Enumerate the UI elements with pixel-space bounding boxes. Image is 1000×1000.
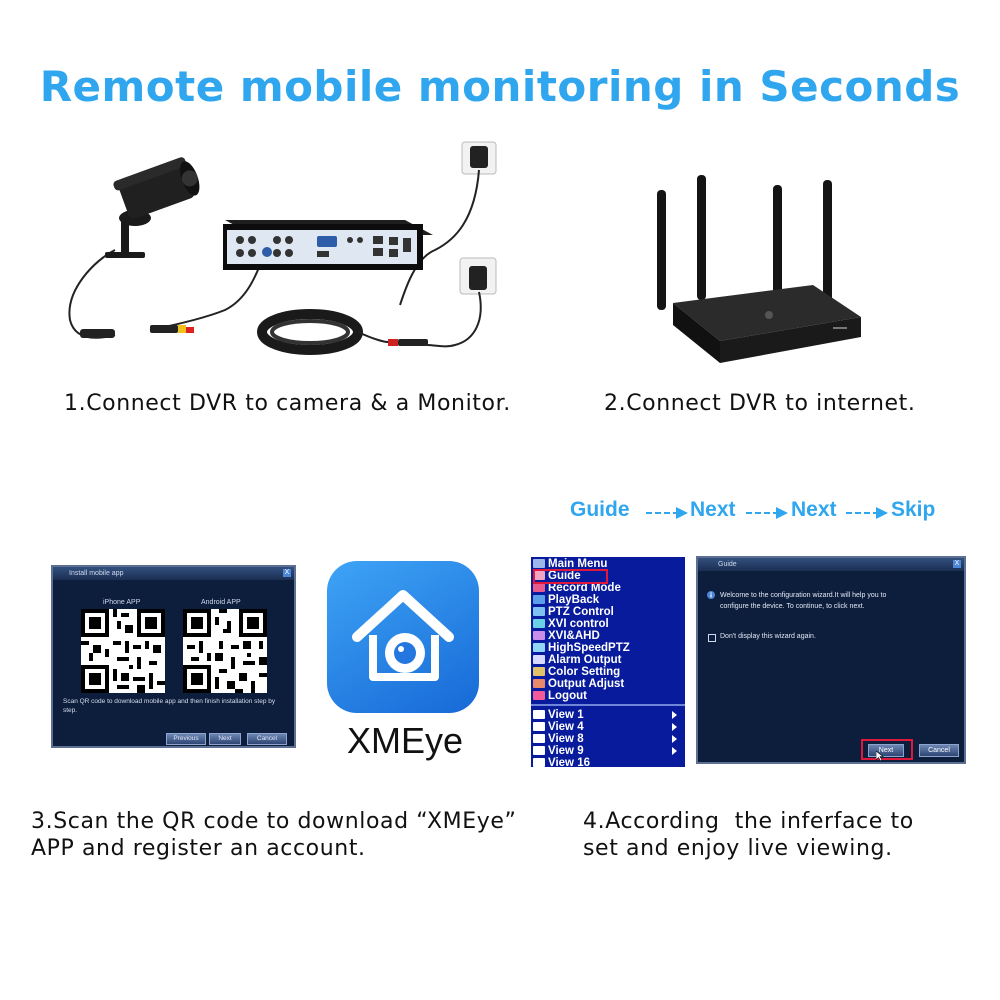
menu-item-output-adjust[interactable]: Output Adjust [533,678,683,690]
iphone-qr-code [81,609,165,693]
router-antenna-1 [657,190,666,310]
menu-item-view-4[interactable]: View 4 [533,721,683,733]
highspeed-ptz-icon [533,643,545,652]
xmeye-app-icon [327,561,479,713]
menu-item-highspeed-ptz[interactable]: HighSpeedPTZ [533,642,683,654]
color-icon [533,667,545,676]
dialog-title: Install mobile app [53,567,294,580]
xvi-ahd-icon [533,631,545,640]
qr-instruction-text: Scan QR code to download mobile app and … [63,698,276,714]
submenu-arrow-icon [672,711,677,719]
menu-item-view-8[interactable]: View 8 [533,733,683,745]
menu-item-alarm-output[interactable]: Alarm Output [533,654,683,666]
router-illustration [657,175,861,363]
view-4-icon [533,722,545,731]
flow-next-2: Next [791,498,837,521]
android-app-label: Android APP [201,599,241,606]
flow-arrow-icon [646,507,688,519]
xvi-icon [533,619,545,628]
menu-item-playback[interactable]: PlayBack [533,594,683,606]
app-name: XMEye [346,720,464,761]
dvr-main-menu: Main Menu Guide Record Mode PlayBack PTZ… [531,557,685,767]
android-qr-code [183,609,267,693]
dont-display-checkbox[interactable] [708,634,716,642]
guide-flow: Guide Next Next Skip [570,498,950,528]
submenu-arrow-icon [672,723,677,731]
camera [113,157,200,219]
step-2-caption: 2.Connect DVR to internet. [604,391,916,416]
step-4-caption: 4.According the inferface to set and enj… [583,809,914,861]
router-antenna-2 [697,175,706,300]
logout-icon [533,691,545,700]
wizard-message: Welcome to the configuration wizard.It w… [720,592,887,610]
install-app-dialog: Install mobile app X iPhone APP Android … [51,565,296,748]
menu-item-view-16[interactable]: View 16 [533,757,683,767]
home-icon [533,559,545,568]
power-adapter-top [470,146,488,168]
alarm-icon [533,655,545,664]
iphone-app-label: iPhone APP [103,599,141,606]
menu-item-logout[interactable]: Logout [533,690,683,702]
menu-item-main-menu[interactable]: Main Menu [533,558,683,570]
dont-display-label: Don't display this wizard again. [720,633,816,640]
mouse-cursor-icon [876,751,884,761]
playback-icon [533,595,545,604]
menu-item-view-9[interactable]: View 9 [533,745,683,757]
info-icon [707,591,715,599]
guide-highlight-box [533,569,608,584]
view-9-icon [533,746,545,755]
flow-skip: Skip [891,498,936,521]
menu-item-xvi-ahd[interactable]: XVI&AHD [533,630,683,642]
flow-next-1: Next [690,498,736,521]
router-antenna-4 [823,180,832,305]
step-3-caption: 3.Scan the QR code to download “XMEye” A… [31,809,517,861]
view-1-icon [533,710,545,719]
record-icon [533,583,545,592]
power-adapter-bottom [469,266,487,290]
flow-arrow-icon [746,507,788,519]
flow-arrow-icon [846,507,888,519]
dvr-camera-illustration [68,141,497,355]
menu-item-record-mode[interactable]: Record Mode [533,582,683,594]
cancel-button[interactable]: Cancel [919,744,959,757]
ptz-icon [533,607,545,616]
view-8-icon [533,734,545,743]
previous-button[interactable]: Previous [166,733,206,745]
guide-icon [533,571,545,580]
next-highlight-box [861,739,913,760]
close-icon[interactable]: X [953,560,961,568]
submenu-arrow-icon [672,747,677,755]
router-antenna-3 [773,185,782,305]
step-1-caption: 1.Connect DVR to camera & a Monitor. [64,391,511,416]
page-title: Remote mobile monitoring in Seconds [39,62,961,111]
cancel-button[interactable]: Cancel [247,733,287,745]
flow-guide: Guide [570,498,630,521]
submenu-arrow-icon [672,735,677,743]
view-16-icon [533,758,545,767]
menu-item-view-1[interactable]: View 1 [533,709,683,721]
menu-item-xvi-control[interactable]: XVI control [533,618,683,630]
menu-item-color-setting[interactable]: Color Setting [533,666,683,678]
house-camera-icon [352,590,454,681]
menu-item-guide[interactable]: Guide [533,570,683,582]
menu-item-ptz-control[interactable]: PTZ Control [533,606,683,618]
close-icon[interactable]: X [283,569,291,577]
next-button[interactable]: Next [209,733,241,745]
output-icon [533,679,545,688]
guide-wizard-dialog: Guide X Welcome to the configuration wiz… [696,556,966,764]
menu-divider [531,704,685,706]
dialog-title: Guide [698,558,964,571]
